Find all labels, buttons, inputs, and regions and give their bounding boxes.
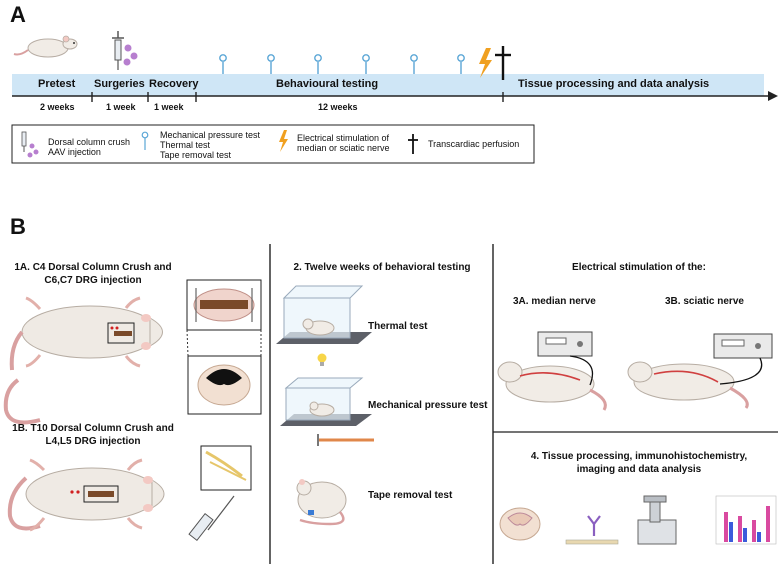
cross-icon [495, 46, 511, 80]
phase-recovery: Recovery [149, 78, 199, 90]
virus-icon [123, 44, 138, 66]
rat-topview-icon-2 [7, 458, 165, 532]
estim-title: Electrical stimulation of the: [572, 262, 706, 273]
thermal-test-apparatus [276, 285, 372, 366]
lightning-icon [479, 48, 492, 78]
phase-surgeries: Surgeries [94, 78, 145, 90]
section-1b-title-line2: L4,L5 DRG injection [45, 436, 141, 447]
pin-icon [219, 54, 465, 74]
tape-test-rat-icon [296, 479, 347, 526]
sciatic-nerve-label: 3B. sciatic nerve [665, 296, 744, 307]
syringe-icon [112, 31, 124, 70]
panel-b-letter: B [10, 214, 26, 239]
legend-cross-icon [408, 134, 418, 154]
section-1b-title-line1: 1B. T10 Dorsal Column Crush and [12, 423, 174, 434]
zoom-lines [186, 329, 262, 357]
mechanical-test-apparatus [280, 377, 374, 446]
duration-surgeries: 1 week [106, 102, 136, 112]
section-2-title: 2. Twelve weeks of behavioral testing [293, 262, 471, 273]
stimulator-icon [537, 331, 593, 357]
phase-tissue-processing: Tissue processing and data analysis [518, 78, 710, 90]
legend-crush: Dorsal column crush [48, 137, 131, 147]
thermal-test-label: Thermal test [368, 321, 428, 332]
timeline-bar [12, 74, 764, 96]
timeline-ticks [91, 92, 504, 102]
mechanical-test-label: Mechanical pressure test [368, 400, 488, 411]
duration-recovery: 1 week [154, 102, 184, 112]
phase-pretest: Pretest [38, 78, 76, 90]
legend-syringe-icon [21, 131, 39, 158]
duration-behavioural: 12 weeks [318, 102, 358, 112]
section-1a-title-line1: 1A. C4 Dorsal Column Crush and [14, 262, 172, 273]
tissue-title-line2: imaging and data analysis [576, 464, 702, 475]
legend-box [11, 124, 535, 164]
legend-thermal: Thermal test [160, 140, 211, 150]
legend-aav: AAV injection [48, 147, 101, 157]
duration-pretest: 2 weeks [40, 102, 75, 112]
slide-antibody-icon [565, 515, 619, 545]
section-1a-title-line2: C6,C7 DRG injection [44, 275, 142, 286]
legend-tape: Tape removal test [160, 150, 232, 160]
tape-test-label: Tape removal test [368, 490, 453, 501]
median-rat-icon [497, 355, 607, 411]
legend-perfusion: Transcardiac perfusion [428, 139, 520, 149]
legend-mech: Mechanical pressure test [160, 130, 261, 140]
legend-lightning-icon [279, 130, 288, 152]
microscope-icon [637, 495, 677, 545]
phase-behavioural-testing: Behavioural testing [276, 78, 379, 90]
stimulator-icon-2 [713, 333, 773, 359]
legend-estim-2: median or sciatic nerve [297, 143, 390, 153]
median-nerve-label: 3A. median nerve [513, 296, 596, 307]
rat-topview-icon [3, 296, 163, 425]
sciatic-rat-icon [627, 357, 763, 409]
spinal-cord-icon [499, 507, 541, 541]
legend-estim-1: Electrical stimulation of [297, 133, 390, 143]
legend-pin-icon [141, 131, 149, 150]
injection-syringe-icon [188, 495, 235, 542]
tissue-title-line1: 4. Tissue processing, immunohistochemist… [530, 451, 748, 462]
rat-icon [13, 35, 78, 58]
timeline-arrow-icon [768, 91, 778, 101]
panel-a-letter: A [10, 2, 26, 27]
bar-chart-icon [715, 495, 777, 545]
